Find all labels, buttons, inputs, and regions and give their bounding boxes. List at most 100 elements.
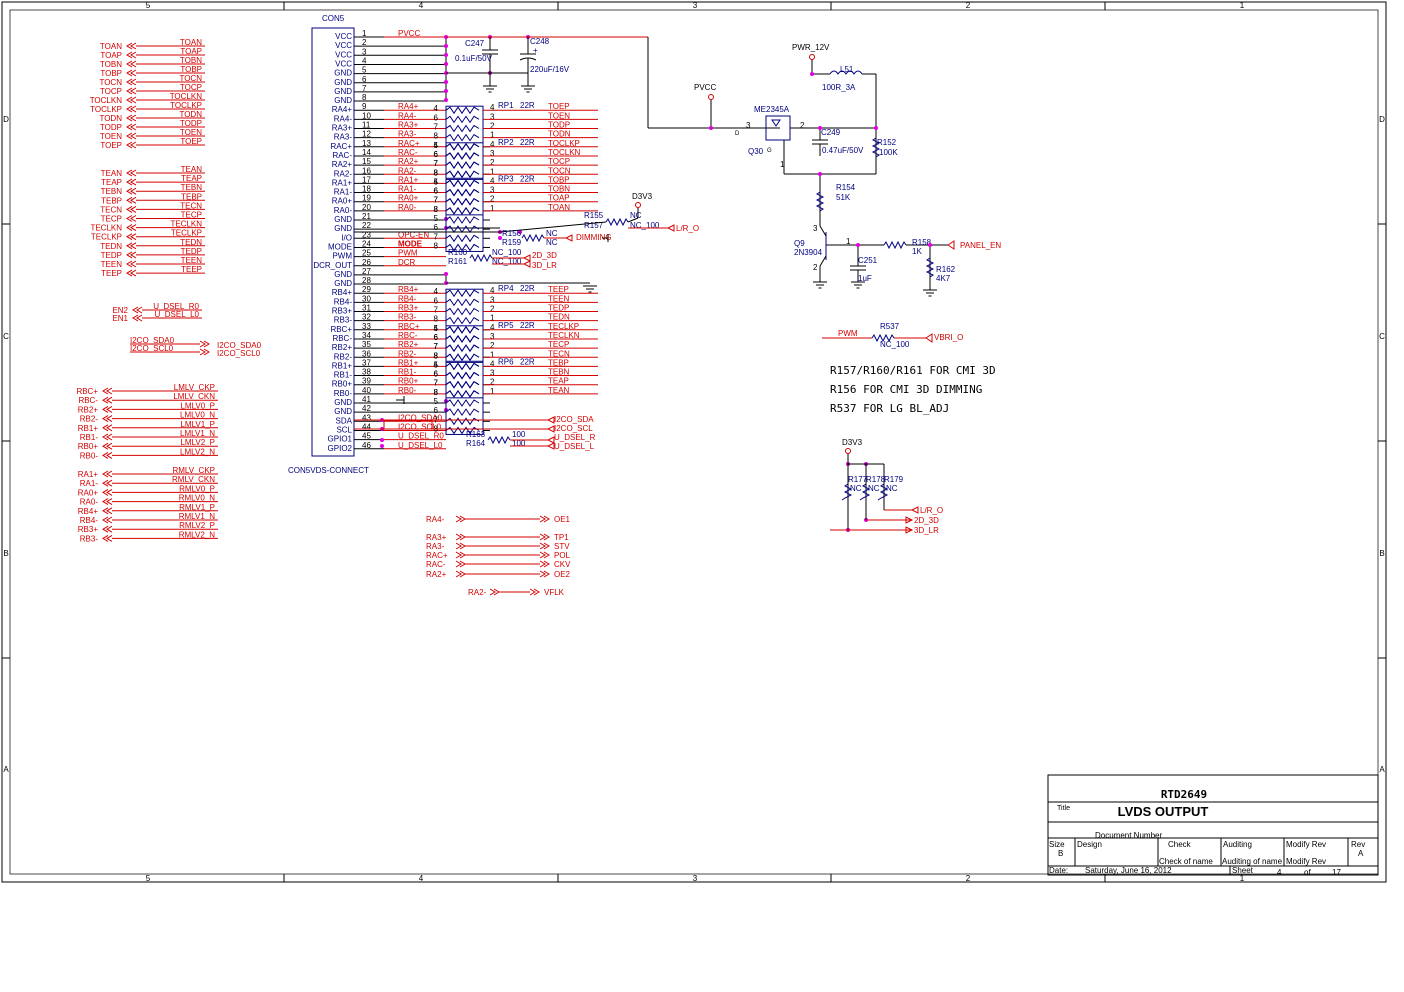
frame-row-letter-left: D [3, 115, 9, 124]
connector-pin-number: 41 [362, 395, 371, 404]
port-label: TOCN [99, 78, 122, 87]
resistor-pack-pin-right: 2 [490, 195, 495, 204]
resistor-pack-out-net: TOEP [548, 102, 570, 111]
net-label: RMLV_CKP [172, 466, 215, 475]
resistor-pack-value: 22R [520, 357, 535, 366]
connector-net-label: DCR [398, 258, 416, 267]
connector-pin-number: 25 [362, 249, 371, 258]
r179-value: NC [886, 484, 898, 493]
timing-source-label: RA3- [426, 542, 445, 551]
modify-rev-2: Modify Rev [1286, 857, 1326, 866]
resistor-pack-pin-right: 3 [490, 295, 495, 304]
resistor-pack-out-net: TOAN [548, 203, 570, 212]
i2c-out-scl: I2CO_SCL [554, 424, 593, 433]
c248-value: 220uF/16V [530, 65, 570, 74]
port-label: TEEN [101, 260, 123, 269]
port-arrow [126, 96, 137, 104]
u-dsel-r: U_DSEL_R [554, 433, 596, 442]
port-label: TEAN [101, 169, 123, 178]
resistor-pack-pin-left: 5 [434, 177, 439, 186]
r178-ref: R178 [866, 475, 886, 484]
resistor-pack-value: 22R [520, 174, 535, 183]
port-label: RB1- [80, 433, 99, 442]
size-value: B [1058, 849, 1063, 858]
lr-o-2: L/R_O [920, 506, 943, 515]
resistor-pack-pin-left: 4 [434, 360, 439, 369]
resistor-element [445, 179, 480, 188]
resistor-pack-pin-right: 3 [490, 369, 495, 378]
connector-net-label: I2CO_SDA0 [398, 413, 443, 422]
resistor-pack-pin-left: 8 [434, 168, 439, 177]
junction-dot [444, 89, 448, 93]
resistor-pack-body [445, 105, 484, 179]
note-3: R537 FOR LG BL_ADJ [830, 402, 949, 415]
port-arrow [126, 60, 137, 68]
timing-arrow [455, 533, 466, 541]
resistor-pack-value: 22R [520, 138, 535, 147]
port-label: RA0+ [78, 488, 99, 497]
connector-pin-name: VCC [335, 59, 352, 68]
resistor-pack-pin-left: 8 [434, 351, 439, 360]
company-name: RTD2649 [1161, 788, 1207, 801]
port-label: RA1+ [78, 470, 99, 479]
q9-part: 2N3904 [794, 248, 823, 257]
timing-target-label: POL [554, 551, 571, 560]
connector-net-label: RB2- [398, 349, 417, 358]
net-label: RMLV1_N [179, 512, 216, 521]
resistor-pack-ref: RP3 [498, 174, 514, 183]
resistor-element [445, 335, 480, 343]
timing-arrow [455, 551, 466, 559]
resistor-pack-out-net: TOAP [548, 194, 570, 203]
connector-net-label: RBC+ [398, 322, 420, 331]
r160-value: NC_100 [492, 248, 522, 257]
connector-pin-number: 35 [362, 340, 371, 349]
port-label: TOAP [100, 51, 122, 60]
connector-pin-number: 45 [362, 432, 371, 441]
connector-pin-name: MODE [328, 242, 352, 251]
r159-value: NC [546, 238, 558, 247]
resistor-pack-pin-left: 4 [434, 104, 439, 113]
port-arrow [126, 78, 137, 86]
notes: R157/R160/R161 FOR CMI 3D R156 FOR CMI 3… [830, 364, 996, 415]
resistor-pack-pin-right: 4 [490, 359, 495, 368]
connector-pin-name: PWM [332, 252, 352, 261]
d3v3-b-label: D3V3 [842, 438, 863, 447]
frame-row-letter-right: B [1379, 549, 1384, 558]
timing-source-label: RA3+ [426, 533, 447, 542]
port-label: TODN [99, 114, 122, 123]
resistor-pack-pin-left: 4 [434, 141, 439, 150]
resistor-pack-pin-left: 5 [434, 214, 439, 223]
resistor-pack-pin-left: 5 [434, 324, 439, 333]
net-label: TOEP [180, 137, 202, 146]
r160-ref: R160 [448, 248, 468, 257]
pvcc-label: PVCC [694, 83, 716, 92]
u-dsel-l: U_DSEL_L [554, 442, 595, 451]
resistor-pack-body [445, 178, 484, 252]
sheet-total: 17 [1332, 868, 1341, 877]
frame-row-letter-left: B [3, 549, 8, 558]
connector-net-label: RB1+ [398, 358, 419, 367]
net-label: TECP [181, 211, 202, 220]
resistor-element [445, 417, 480, 426]
port-arrow [126, 233, 137, 241]
connector-pin-name: RB2+ [332, 343, 353, 352]
resistor-pack-value: 22R [520, 284, 535, 293]
port-label: TEAP [101, 178, 122, 187]
connector-pin-number: 2 [362, 38, 367, 47]
sheet-label: Sheet [1232, 866, 1254, 875]
connector-net-label: RB2+ [398, 340, 419, 349]
resistor-pack-ref: RP5 [498, 321, 514, 330]
resistor-pack-pin-left: 8 [434, 351, 439, 360]
connector-pin-number: 17 [362, 175, 371, 184]
q9-pin2: 2 [813, 263, 818, 272]
connector-pin-name: RBC+ [330, 325, 352, 334]
resistor-pack-pin-left: 8 [434, 168, 439, 177]
r158-ref: R158 [912, 238, 932, 247]
net-label: TOCLKP [170, 101, 202, 110]
port-label: TOBN [100, 60, 122, 69]
junction-dot [380, 438, 384, 442]
i2c-out-sda: I2CO_SDA [554, 415, 594, 424]
resistor-pack-pin-left: 6 [434, 113, 439, 122]
r163-ref: R163 [466, 430, 486, 439]
